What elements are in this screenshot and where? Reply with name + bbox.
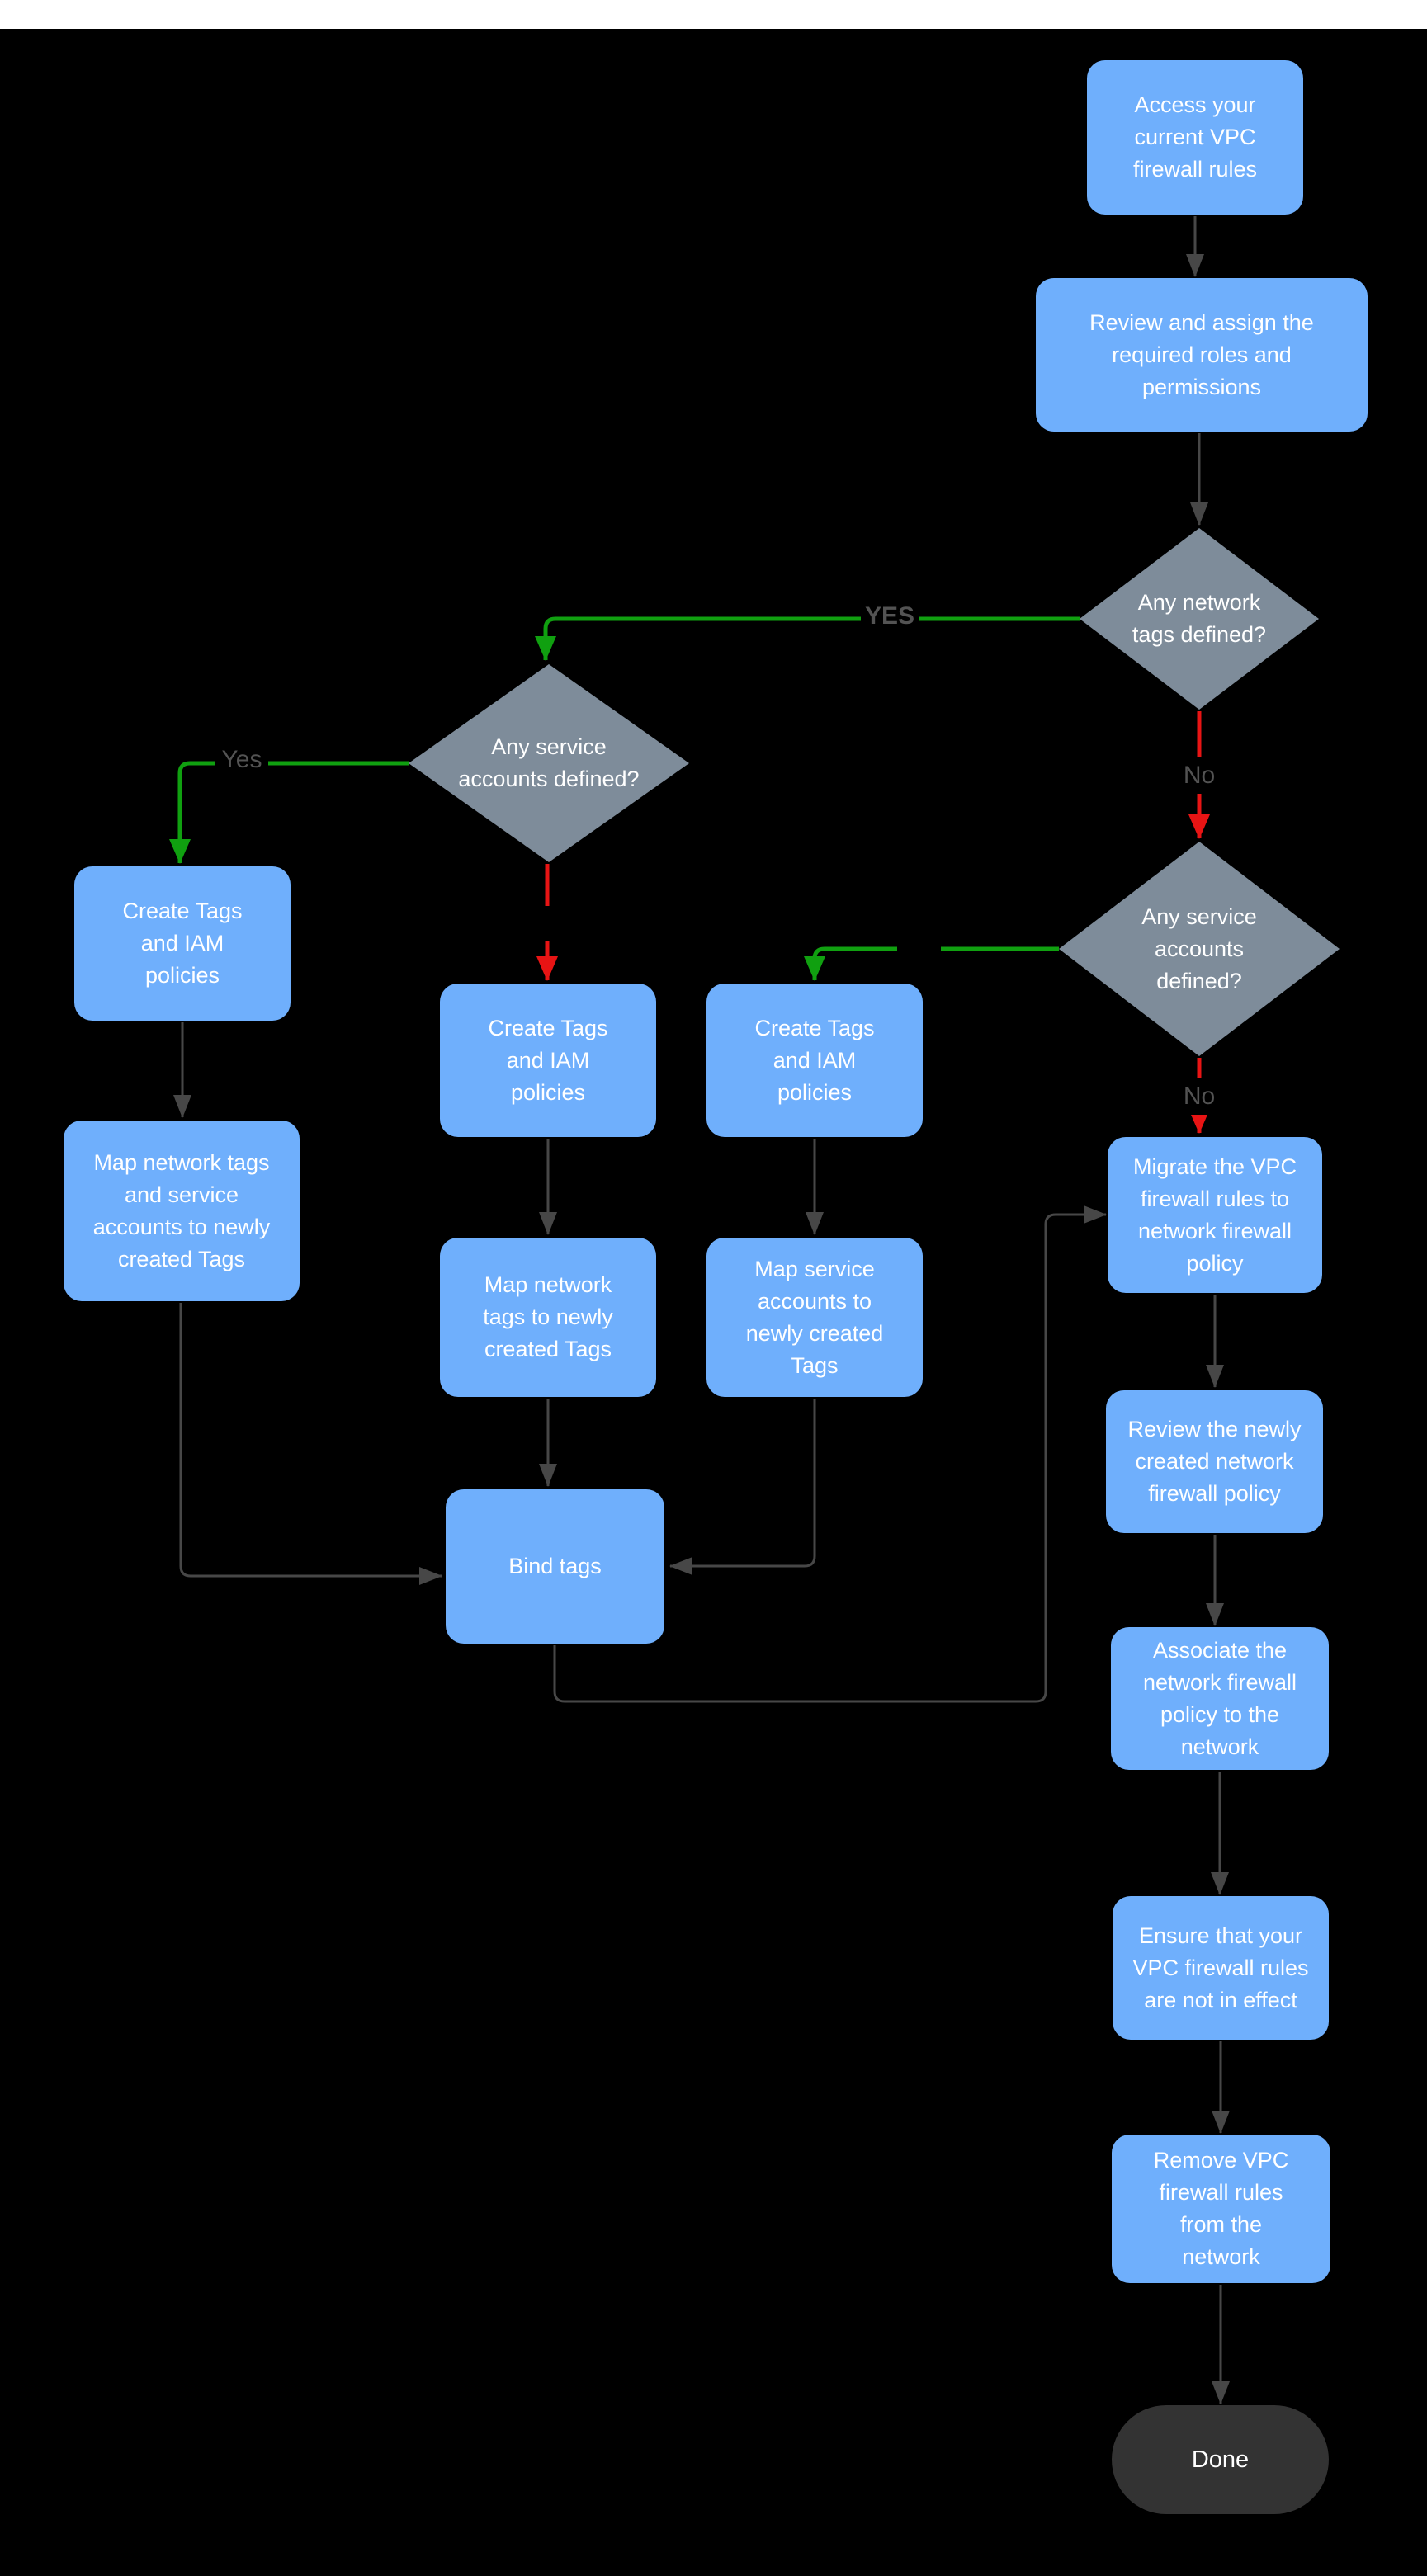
edge-bind-tags-to-migrate	[553, 1205, 1107, 1703]
node-create-tags-left: Create Tags and IAM policies	[74, 866, 291, 1021]
edge-label-yes-upper: YES	[861, 599, 919, 634]
node-create-tags-middle: Create Tags and IAM policies	[440, 984, 656, 1137]
node-review-policy: Review the newly created network firewal…	[1106, 1390, 1323, 1533]
node-remove-rules: Remove VPC firewall rules from the netwo…	[1112, 2135, 1330, 2283]
decision-service-accounts-right: Any service accounts defined?	[1059, 842, 1340, 1056]
edge-map-service-to-bind-tags	[669, 1399, 816, 1575]
edge-yes-service-accounts-right-to-create-tags-right	[804, 946, 897, 981]
page-top-margin	[0, 0, 1427, 29]
node-review-roles: Review and assign the required roles and…	[1036, 278, 1368, 432]
node-bind-tags-label: Bind tags	[508, 1554, 602, 1578]
node-map-service-label: Map service accounts to newly created Ta…	[745, 1256, 884, 1378]
node-map-service: Map service accounts to newly created Ta…	[706, 1238, 923, 1397]
decision-network-tags-label: Any network tags defined?	[1132, 590, 1267, 647]
node-access-label: Access your current VPC firewall rules	[1132, 92, 1258, 182]
node-associate-policy: Associate the network firewall policy to…	[1111, 1627, 1329, 1770]
node-create-tags-right-label: Create Tags and IAM policies	[754, 1015, 875, 1105]
node-map-network-service: Map network tags and service accounts to…	[64, 1121, 300, 1301]
edge-map-network-service-to-bind-tags	[179, 1303, 442, 1585]
decision-service-accounts-left: Any service accounts defined?	[409, 664, 689, 862]
node-bind-tags: Bind tags	[446, 1489, 664, 1644]
node-review-roles-label: Review and assign the required roles and…	[1089, 309, 1314, 399]
edge-label-yes-lower: Yes	[215, 743, 268, 777]
node-create-tags-right: Create Tags and IAM policies	[706, 984, 923, 1137]
node-access: Access your current VPC firewall rules	[1087, 60, 1303, 215]
node-create-tags-middle-label: Create Tags and IAM policies	[488, 1015, 608, 1105]
edge-label-no-upper: No	[1176, 757, 1222, 794]
node-map-network: Map network tags to newly created Tags	[440, 1238, 656, 1397]
node-ensure-rules-label: Ensure that your VPC firewall rules are …	[1132, 1923, 1309, 2012]
node-associate-policy-label: Associate the network firewall policy to…	[1142, 1637, 1297, 1759]
node-migrate: Migrate the VPC firewall rules to networ…	[1108, 1137, 1322, 1293]
node-ensure-rules: Ensure that your VPC firewall rules are …	[1113, 1896, 1329, 2040]
node-map-network-label: Map network tags to newly created Tags	[483, 1272, 613, 1361]
edge-yes-service-accounts-left-to-create-tags-left	[169, 761, 409, 864]
decision-network-tags: Any network tags defined?	[1080, 528, 1319, 710]
node-map-network-service-label: Map network tags and service accounts to…	[92, 1149, 271, 1271]
decision-service-accounts-right-label: Any service accounts defined?	[1141, 903, 1257, 993]
node-review-policy-label: Review the newly created network firewal…	[1127, 1417, 1302, 1506]
node-done: Done	[1112, 2405, 1329, 2514]
decision-service-accounts-left-label: Any service accounts defined?	[458, 734, 640, 791]
node-remove-rules-label: Remove VPC firewall rules from the netwo…	[1153, 2148, 1289, 2269]
edge-label-no-lower: No	[1176, 1078, 1222, 1115]
node-migrate-label: Migrate the VPC firewall rules to networ…	[1132, 1154, 1297, 1276]
node-done-label: Done	[1191, 2446, 1250, 2473]
edge-yes-network-tags-to-service-accounts-left	[535, 616, 1080, 661]
node-create-tags-left-label: Create Tags and IAM policies	[122, 899, 243, 988]
